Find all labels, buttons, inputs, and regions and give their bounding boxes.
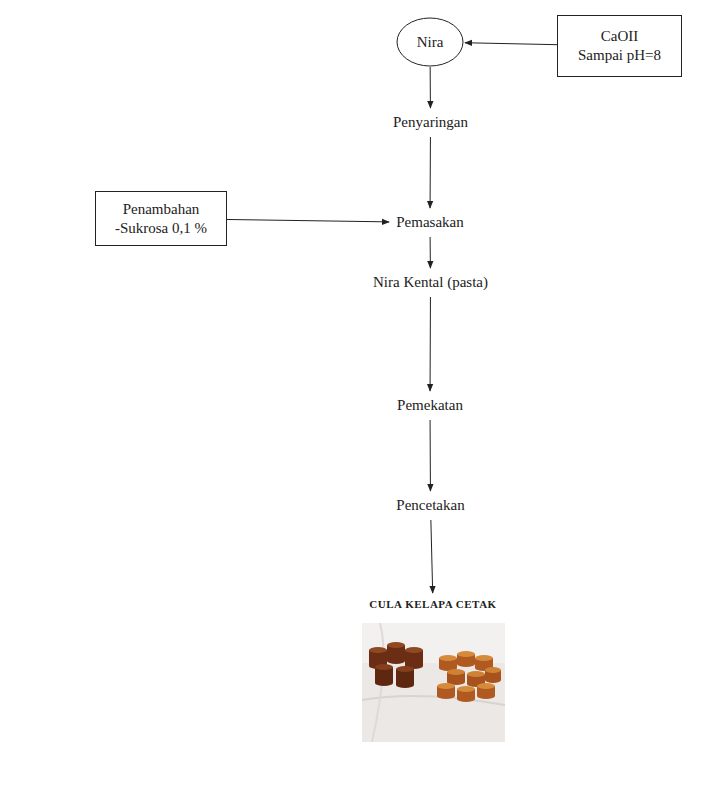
- input-box: Penambahan-Sukrosa 0,1 %: [95, 191, 227, 246]
- block-top: [387, 642, 405, 648]
- palm-sugar-block: [375, 664, 393, 686]
- ellipse-outline: [397, 18, 463, 66]
- palm-sugar-block: [437, 683, 455, 699]
- node-text: Penambahan: [123, 200, 200, 219]
- block-top: [437, 683, 455, 689]
- block-top: [439, 655, 457, 661]
- block-top: [457, 686, 475, 692]
- process-step: Nira Kental (pasta): [369, 271, 492, 294]
- block-base: [457, 661, 475, 667]
- block-top: [477, 683, 495, 689]
- input-box: CaOII Sampai pH=8: [557, 15, 682, 77]
- start-ellipse: Nira: [396, 17, 464, 67]
- block-top: [369, 647, 387, 653]
- node-text: Pencetakan: [396, 496, 464, 515]
- product-photo: [362, 623, 505, 742]
- process-step: Penyaringan: [389, 111, 472, 134]
- palm-sugar-block: [447, 669, 465, 685]
- flow-arrow: [227, 219, 389, 221]
- flow-arrow: [431, 520, 433, 593]
- block-base: [387, 658, 405, 664]
- process-step: Pemasakan: [392, 211, 468, 234]
- palm-sugar-block: [477, 683, 495, 699]
- block-base: [396, 682, 414, 688]
- flow-arrow: [430, 297, 431, 391]
- photo-background: [362, 623, 505, 742]
- palm-sugar-block: [457, 686, 475, 702]
- block-top: [375, 664, 393, 670]
- block-top: [396, 666, 414, 672]
- node-text: Nira Kental (pasta): [373, 273, 488, 292]
- flow-arrow: [465, 43, 557, 45]
- palm-sugar-block: [405, 647, 423, 669]
- block-top: [485, 667, 501, 673]
- palm-sugar-block: [439, 655, 457, 671]
- flow-arrow: [430, 137, 431, 208]
- block-top: [467, 671, 485, 677]
- palm-sugar-block: [396, 666, 414, 688]
- block-base: [485, 677, 501, 683]
- block-top: [457, 651, 475, 657]
- flow-arrow: [430, 237, 431, 268]
- block-top: [405, 647, 423, 653]
- palm-sugar-block: [387, 642, 405, 664]
- node-text: Penyaringan: [393, 113, 468, 132]
- block-base: [437, 693, 455, 699]
- node-subtext: -Sukrosa 0,1 %: [115, 219, 207, 238]
- product-label: CULA KELAPA CETAK: [365, 596, 501, 614]
- block-base: [477, 693, 495, 699]
- node-text: Pemasakan: [396, 213, 463, 232]
- node-text: CaOII Sampai pH=8: [578, 27, 662, 65]
- block-base: [457, 696, 475, 702]
- node-text: Nira: [417, 33, 444, 52]
- flow-arrow: [430, 67, 431, 108]
- process-step: Pemekatan: [393, 394, 467, 417]
- block-top: [447, 669, 465, 675]
- node-text: Pemekatan: [397, 396, 463, 415]
- palm-sugar-block: [485, 667, 501, 683]
- node-text: CULA KELAPA CETAK: [369, 598, 496, 612]
- block-base: [375, 680, 393, 686]
- process-step: Pencetakan: [392, 494, 469, 517]
- palm-sugar-block: [457, 651, 475, 667]
- block-top: [475, 655, 493, 661]
- flow-arrow: [430, 420, 431, 491]
